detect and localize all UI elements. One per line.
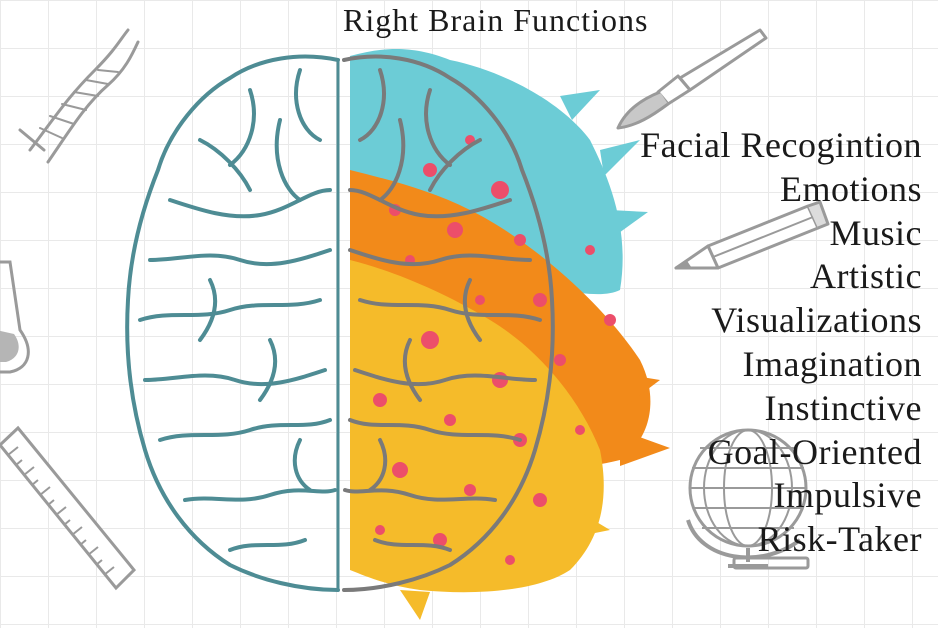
list-item: Impulsive [773, 475, 922, 516]
right-brain-hemisphere [342, 54, 555, 592]
list-item: Emotions [779, 168, 922, 209]
list-item: Visualizations [711, 300, 922, 341]
list-item: Risk-Taker [757, 519, 922, 560]
left-brain-hemisphere [125, 54, 340, 592]
flask-icon [0, 260, 30, 374]
ruler-icon [0, 425, 137, 591]
list-item: Goal-Oriented [707, 431, 922, 472]
list-item: Instinctive [764, 387, 922, 428]
paintbrush-icon [616, 28, 768, 130]
list-item: Music [829, 212, 922, 253]
pencil-icon [674, 200, 830, 270]
dna-icon [18, 28, 140, 164]
paint-splash [350, 49, 670, 620]
page-title: Right Brain Functions [343, 2, 649, 38]
list-item: Imagination [742, 343, 922, 384]
list-item: Facial Recogintion [640, 125, 922, 165]
right-brain-functions-list: Facial Recogintion Emotions Music Artist… [640, 124, 922, 562]
list-item: Artistic [810, 256, 922, 297]
globe-icon [686, 428, 810, 570]
